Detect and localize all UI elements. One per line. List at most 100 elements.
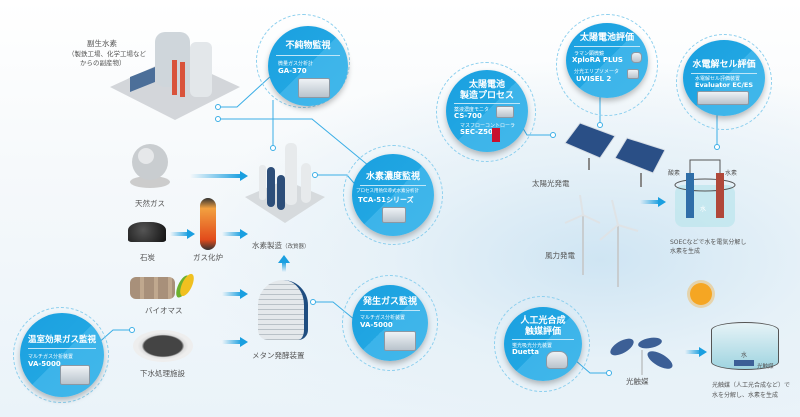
device-type: マルチガス分析装置	[28, 354, 74, 360]
photo-desc: 水を分解し、水素を生成	[712, 392, 779, 399]
solar-power-label: 太陽光発電	[532, 179, 570, 188]
device-type: 分光エリプソメータ	[574, 69, 620, 75]
methane-label: メタン発酵装置	[252, 351, 305, 360]
divider	[359, 310, 421, 311]
callout-ring	[13, 307, 109, 403]
water-label: 水	[700, 206, 707, 213]
device-model: SEC-Z500	[460, 128, 498, 136]
device-model: Evaluator EC/ES	[695, 81, 754, 89]
logs-illustration	[130, 277, 175, 299]
callout-hydrogen-concentration[interactable]: 水素濃度監視 プロセス用熱伝導式水素分析計 TCA-51シリーズ	[352, 154, 434, 236]
device-type: 水電解セル評価装置	[695, 76, 741, 82]
callout-ring	[343, 145, 443, 245]
reformer-illustration	[245, 135, 325, 225]
callout-title: 太陽電池評価	[579, 33, 634, 43]
gasifier-label: ガス化炉	[193, 253, 223, 262]
mass-flow-controller-icon	[492, 128, 500, 142]
hydrogen-label: 水素	[725, 170, 738, 177]
divider	[360, 185, 426, 186]
device-type: 微量ガス分析計	[278, 61, 314, 67]
callout-solar-cell-evaluation[interactable]: 太陽電池評価 ラマン顕微鏡 XploRA PLUS 分光エリプソメータ UVIS…	[566, 23, 648, 98]
analyzer-device-icon	[298, 78, 330, 98]
divider	[691, 73, 757, 74]
callout-electrolysis-cell[interactable]: 水電解セル評価 水電解セル評価装置 Evaluator EC/ES	[683, 40, 765, 116]
device-model: TCA-51シリーズ	[358, 196, 414, 204]
flow-arrow	[222, 337, 248, 347]
electrolysis-tank-illustration	[670, 155, 740, 230]
oxygen-label: 酸素	[668, 170, 681, 177]
device-type: マルチガス分析装置	[360, 315, 406, 321]
hydrogen-production-text: 水素製造	[252, 241, 282, 250]
callout-solar-cell-process[interactable]: 太陽電池 製造プロセス 薬液濃度モニタ CS-700 マスフローコントローラ S…	[446, 70, 528, 152]
device-type: ラマン顕微鏡	[574, 51, 605, 57]
byproduct-desc: （製鉄工場、化学工場など	[68, 50, 146, 58]
device-model: UVISEL 2	[576, 75, 612, 83]
callout-impurity-monitoring[interactable]: 不純物監視 微量ガス分析計 GA-370	[268, 26, 348, 106]
callout-title: 触媒評価	[524, 327, 561, 337]
flow-arrow	[222, 229, 248, 239]
coal-illustration	[128, 222, 166, 242]
soec-desc: 水素を生成	[670, 248, 701, 255]
hydrogen-production-note: （改質器）	[282, 244, 310, 250]
device-model: XploRA PLUS	[572, 56, 623, 64]
device-model: VA-5000	[360, 321, 393, 329]
device-model: CS-700	[454, 112, 482, 120]
callout-artificial-photosynthesis[interactable]: 人工光合成 触媒評価 蛍光吸光分光装置 Duetta	[504, 307, 582, 381]
photo-desc: 光触媒（人工光合成など）で	[712, 382, 791, 389]
analyzer-device-icon	[382, 207, 406, 223]
flow-arrow	[170, 229, 195, 239]
callout-ring	[556, 14, 658, 116]
callout-greenhouse-gas[interactable]: 温室効果ガス監視 マルチガス分析装置 VA-5000	[20, 313, 104, 397]
callout-ring	[256, 14, 350, 108]
callout-title: 発生ガス監視	[362, 297, 417, 307]
sewage-label: 下水処理施設	[140, 369, 185, 378]
sun-icon	[690, 283, 712, 305]
analyzer-device-icon	[384, 331, 416, 351]
divider	[28, 348, 96, 349]
spectrometer-device-icon	[546, 351, 568, 369]
callout-title: 太陽電池	[468, 80, 505, 90]
sewage-plant-illustration	[133, 330, 193, 362]
callout-generated-gas[interactable]: 発生ガス監視 マルチガス分析装置 VA-5000	[352, 285, 428, 361]
up-arrow-icon	[278, 255, 290, 263]
device-model: VA-5000	[28, 360, 61, 368]
monitor-device-icon	[496, 106, 514, 118]
callout-title: 製造プロセス	[459, 91, 514, 101]
device-type: マスフローコントローラ	[460, 123, 516, 129]
evaluator-device-icon	[697, 91, 749, 105]
hydrogen-production-label: 水素製造（改質器）	[252, 240, 310, 251]
callout-ring	[676, 34, 772, 130]
divider	[574, 46, 640, 47]
analyzer-device-icon	[60, 365, 90, 385]
up-arrow-shaft	[282, 262, 286, 272]
wind-power-label: 風力発電	[545, 251, 575, 260]
device-type: 蛍光吸光分光装置	[512, 343, 553, 349]
device-type: プロセス用熱伝導式水素分析計	[356, 189, 419, 194]
callout-title: 温室効果ガス監視	[27, 335, 96, 345]
byproduct-title: 副生水素	[87, 39, 117, 48]
raman-microscope-icon	[631, 52, 642, 63]
device-model: GA-370	[278, 67, 307, 75]
biomass-label: バイオマス	[145, 306, 183, 315]
gas-tank-illustration	[128, 140, 173, 190]
soec-desc: SOECなどで水を電気分解し	[670, 239, 747, 246]
device-type: 薬液濃度モニタ	[454, 107, 490, 113]
divider	[276, 55, 340, 56]
byproduct-desc: からの副産物）	[80, 59, 126, 67]
divider	[511, 339, 575, 340]
byproduct-plant-illustration	[110, 22, 240, 122]
callout-title: 不純物監視	[285, 41, 331, 51]
coal-label: 石炭	[140, 253, 155, 262]
tank-photocatalyst-label: 光触媒	[757, 364, 774, 370]
callout-ring	[342, 275, 438, 371]
callout-ring	[494, 296, 590, 392]
photocatalyst-leaf-illustration	[605, 335, 675, 375]
flow-arrow	[685, 347, 707, 357]
methane-digester-illustration	[258, 280, 308, 340]
photocatalyst-label: 光触媒	[626, 377, 649, 386]
ellipsometer-icon	[627, 69, 639, 79]
device-model: Duetta	[512, 348, 539, 356]
flow-arrow	[640, 197, 666, 207]
natural-gas-label: 天然ガス	[135, 199, 165, 208]
